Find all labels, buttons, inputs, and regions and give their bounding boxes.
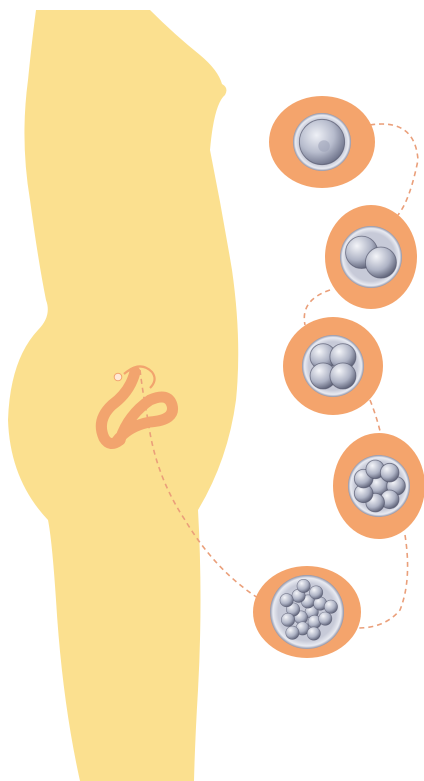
stage-four-cell	[283, 317, 383, 415]
cell	[330, 363, 356, 389]
stage-zygote	[269, 96, 375, 188]
cell	[380, 463, 399, 482]
ovum-dot-icon	[114, 373, 122, 381]
embryo-stages	[253, 96, 424, 658]
cell	[319, 612, 332, 625]
cell	[307, 627, 320, 640]
cell	[297, 579, 310, 592]
zona-pellucida	[302, 335, 364, 397]
cell	[309, 586, 322, 599]
cell	[365, 247, 396, 278]
stage-two-cell	[325, 205, 417, 309]
cell	[280, 594, 293, 607]
cell	[281, 613, 294, 626]
stage-eight-cell	[333, 433, 424, 539]
nucleus	[318, 140, 330, 152]
cell	[286, 626, 299, 639]
stage-morula	[253, 566, 361, 658]
cell	[324, 600, 337, 613]
